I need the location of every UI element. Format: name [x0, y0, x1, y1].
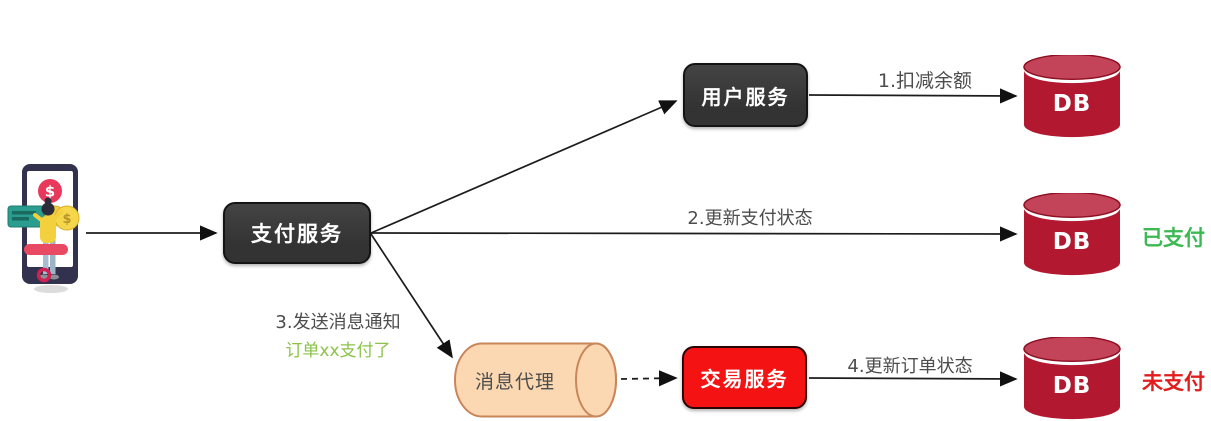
person-leg [43, 240, 49, 274]
edge-label-step4: 4.更新订单状态 [847, 356, 973, 377]
node-db-user: DB [1023, 53, 1121, 139]
dollar-badge-sign: $ [45, 183, 55, 201]
user-service-label: 用户服务 [701, 84, 790, 109]
edge-broker-to-trade-service-dashed [620, 370, 678, 387]
coin-dollar-sign: $ [62, 212, 71, 227]
db-user-label: DB [1052, 91, 1092, 117]
message-broker-cylinder [454, 342, 617, 418]
edge-label-step3-main: 3.发送消息通知 [275, 312, 401, 333]
payment-service-label: 支付服务 [251, 222, 343, 246]
person-torso [40, 216, 56, 243]
node-payment-service: 支付服务 [223, 202, 371, 264]
node-db-order: DB [1023, 335, 1121, 421]
pay-button-bar [24, 244, 68, 255]
person-shoe [49, 274, 59, 280]
trade-service-label: 交易服务 [700, 367, 789, 391]
node-user-service: 用户服务 [683, 63, 808, 127]
credit-card-stripe [12, 211, 36, 215]
person-leg [50, 240, 56, 274]
person-head [41, 202, 55, 216]
db-cylinder [1023, 191, 1121, 276]
db-payment-status: 已支付 [1142, 226, 1205, 250]
db-payment-label: DB [1052, 229, 1092, 255]
edge-user-service-to-db [808, 88, 1018, 104]
phone-home-ring [36, 267, 52, 283]
edge-label-step3-sub: 订单xx支付了 [285, 341, 391, 361]
edge-payment-to-db-payment [370, 226, 1018, 242]
edge-label-step2: 2.更新支付状态 [687, 208, 813, 229]
node-db-payment: DB [1023, 191, 1121, 277]
message-broker-label: 消息代理 [474, 370, 555, 393]
db-order-label: DB [1052, 373, 1092, 399]
edge-label-step1: 1.扣减余额 [877, 70, 973, 92]
db-cylinder [1023, 53, 1121, 138]
edge-label-step3: 3.发送消息通知 订单xx支付了 [248, 308, 428, 361]
credit-card-stripe [12, 217, 29, 221]
mobile-payment-illustration: $ $ [7, 164, 80, 293]
db-cylinder [1023, 335, 1121, 420]
edge-trade-service-to-db [808, 371, 1018, 387]
db-order-status: 未支付 [1142, 370, 1205, 394]
node-message-broker: 消息代理 [450, 342, 618, 418]
node-trade-service: 交易服务 [682, 346, 807, 409]
edge-payment-to-user-service [370, 100, 678, 234]
person-hair-bun [44, 197, 52, 205]
shadow [34, 285, 68, 293]
dollar-badge [38, 179, 62, 203]
